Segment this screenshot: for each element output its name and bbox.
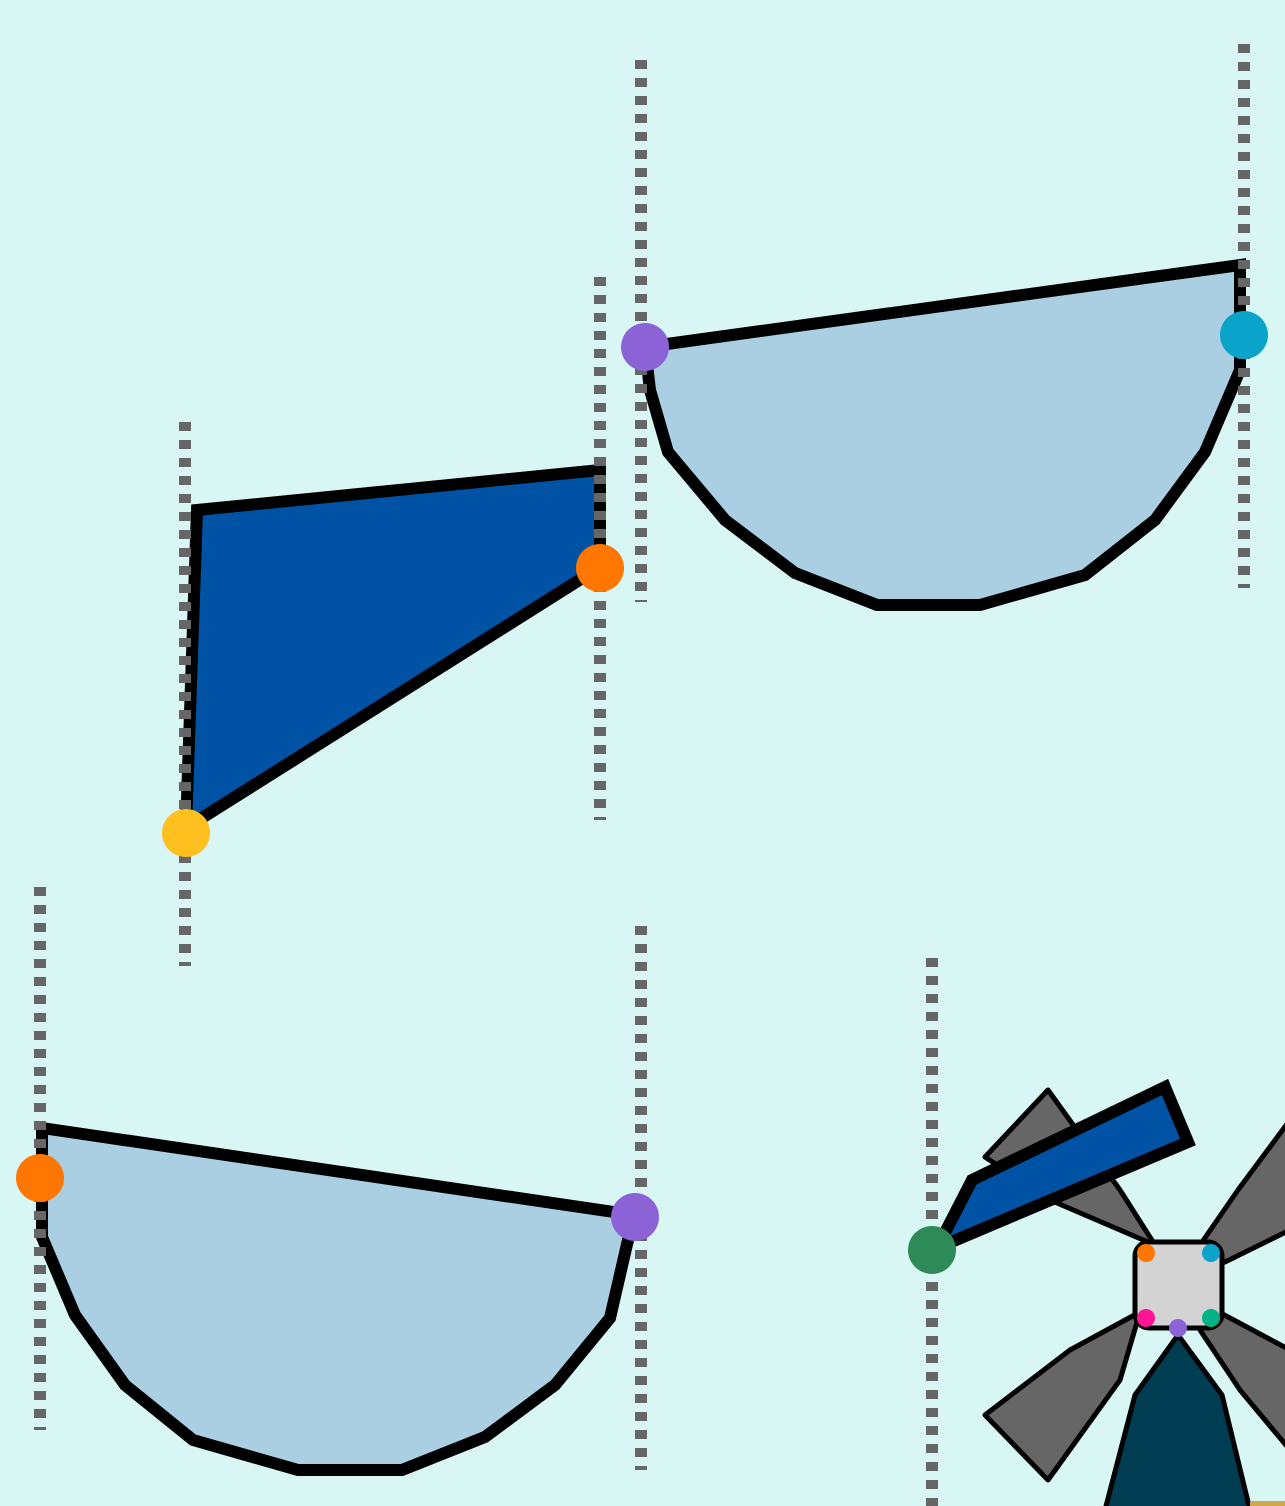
purple-marker[interactable] bbox=[1169, 1319, 1187, 1337]
cyan-marker[interactable] bbox=[1220, 311, 1268, 359]
wing-middle-left[interactable] bbox=[186, 470, 600, 828]
cyan-marker[interactable] bbox=[1202, 1244, 1220, 1262]
yellow-marker[interactable] bbox=[162, 809, 210, 857]
green-marker[interactable] bbox=[908, 1226, 956, 1274]
pink-marker[interactable] bbox=[1137, 1309, 1155, 1327]
windmill-blade bbox=[985, 1312, 1140, 1480]
orange-marker[interactable] bbox=[1137, 1244, 1155, 1262]
orange-marker[interactable] bbox=[16, 1154, 64, 1202]
bowl-upper-right[interactable] bbox=[645, 265, 1240, 605]
orange-marker[interactable] bbox=[576, 544, 624, 592]
ground-edge bbox=[1250, 1501, 1285, 1506]
purple-marker[interactable] bbox=[621, 323, 669, 371]
teal-marker[interactable] bbox=[1202, 1309, 1220, 1327]
purple-marker[interactable] bbox=[611, 1193, 659, 1241]
bowl-lower-left[interactable] bbox=[42, 1128, 634, 1470]
